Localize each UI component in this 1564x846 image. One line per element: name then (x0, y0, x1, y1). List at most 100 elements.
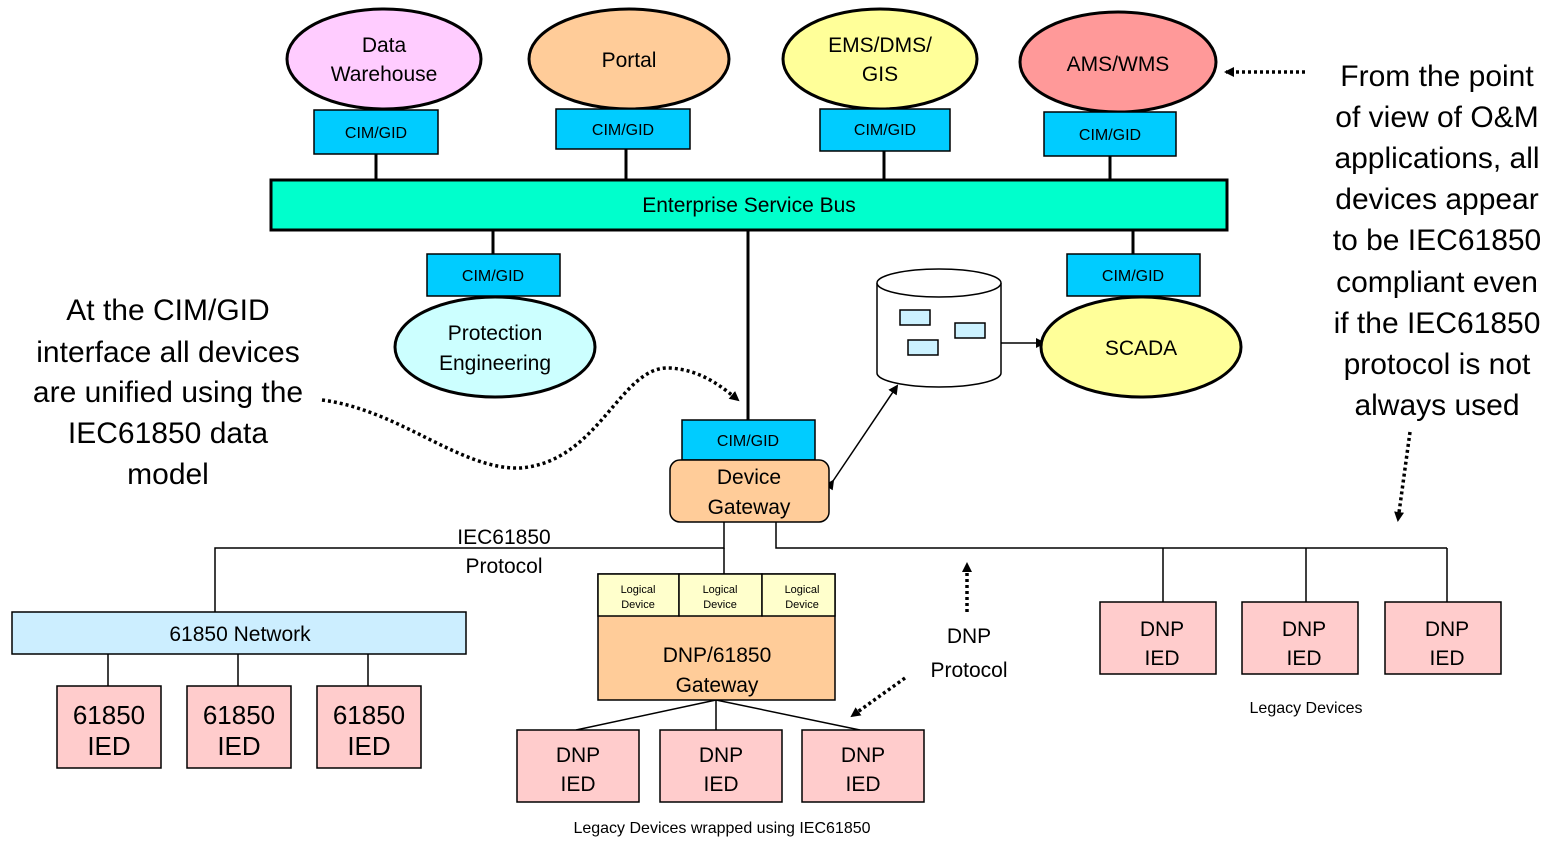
connector-lines (107, 149, 1448, 731)
svg-text:DNP: DNP (1425, 618, 1469, 641)
svg-text:DNP: DNP (841, 744, 885, 767)
app-scada: SCADA (1039, 295, 1243, 399)
iec-protocol-line1: IEC61850 (457, 526, 550, 549)
cim-gid-adapters: CIM/GID CIM/GID CIM/GID CIM/GID CIM/GID … (313, 108, 1201, 461)
svg-text:always used: always used (1354, 389, 1519, 422)
right-note-bottom-arrow (1394, 431, 1412, 522)
cim-gid-scada: CIM/GID (1066, 253, 1201, 297)
svg-text:IED: IED (1144, 647, 1179, 670)
left-note-arrow (321, 366, 740, 470)
app-portal: Portal (527, 7, 731, 111)
right-note: From the point of view of O&M applicatio… (1333, 60, 1542, 422)
svg-text:IED: IED (217, 731, 260, 761)
dnp-protocol-line1: DNP (947, 625, 991, 648)
dnp-gateway-line1: DNP/61850 (663, 644, 772, 667)
svg-text:DNP: DNP (1282, 618, 1326, 641)
svg-text:CIM/GID: CIM/GID (345, 125, 407, 142)
app-data-warehouse-line2: Warehouse (331, 63, 438, 86)
svg-text:IED: IED (845, 773, 880, 796)
app-data-warehouse-line1: Data (362, 34, 407, 57)
device-gateway: Device Gateway (669, 459, 830, 523)
cim-gid-gateway: CIM/GID (681, 419, 816, 461)
logical-device-2: Logical Device (678, 573, 763, 617)
svg-text:From the point: From the point (1340, 60, 1534, 93)
svg-text:CIM/GID: CIM/GID (1079, 127, 1141, 144)
iec-ied-2: 61850 IED (186, 685, 292, 769)
dnp-ied-legacy-2: DNP IED (1241, 601, 1359, 675)
iec-ied-1: 61850 IED (56, 685, 162, 769)
protection-line1: Protection (448, 322, 543, 345)
dnp-gateway-line2: Gateway (676, 674, 759, 697)
svg-text:At the CIM/GID: At the CIM/GID (66, 294, 269, 327)
svg-text:DNP: DNP (1140, 618, 1184, 641)
svg-text:Device: Device (703, 599, 737, 611)
dnp-61850-gateway: Logical Device Logical Device Logical De… (597, 573, 836, 701)
iec-protocol-line2: Protocol (465, 555, 542, 578)
svg-text:model: model (127, 458, 209, 491)
iec-ied-3: 61850 IED (316, 685, 422, 769)
device-gateway-line2: Gateway (708, 496, 791, 519)
dnp-ied-wrapped-3: DNP IED (801, 729, 925, 803)
svg-text:compliant even: compliant even (1336, 266, 1538, 299)
dnp-protocol-line2: Protocol (930, 659, 1007, 682)
svg-text:IED: IED (87, 731, 130, 761)
app-protection-engineering: Protection Engineering (393, 295, 597, 399)
app-portal-label: Portal (602, 49, 657, 72)
svg-text:Logical: Logical (621, 584, 656, 596)
svg-text:if the IEC61850: if the IEC61850 (1334, 307, 1541, 340)
svg-text:interface all devices: interface all devices (36, 336, 299, 369)
svg-text:IEC61850 data: IEC61850 data (68, 417, 268, 450)
svg-text:DNP: DNP (556, 744, 600, 767)
svg-text:are unified using the: are unified using the (33, 376, 303, 409)
protection-line2: Engineering (439, 352, 551, 375)
svg-text:IED: IED (703, 773, 738, 796)
svg-text:61850: 61850 (203, 700, 275, 730)
callout-arrows (321, 67, 1412, 718)
svg-text:61850: 61850 (73, 700, 145, 730)
dnp-ied-wrapped-1: DNP IED (516, 729, 640, 803)
app-ams-label: AMS/WMS (1067, 53, 1170, 76)
logical-device-1: Logical Device (597, 573, 680, 617)
esb-label: Enterprise Service Bus (642, 194, 856, 217)
dnp-ied-legacy-3: DNP IED (1384, 601, 1502, 675)
svg-text:IED: IED (1286, 647, 1321, 670)
svg-text:to be IEC61850: to be IEC61850 (1333, 224, 1542, 257)
svg-text:of view of O&M: of view of O&M (1335, 101, 1538, 134)
svg-text:DNP: DNP (699, 744, 743, 767)
dnp-ied-legacy-1: DNP IED (1099, 601, 1217, 675)
svg-text:Logical: Logical (785, 584, 820, 596)
svg-text:CIM/GID: CIM/GID (1102, 268, 1164, 285)
device-gateway-line1: Device (717, 466, 781, 489)
cim-gid-ems: CIM/GID (819, 108, 951, 152)
svg-text:CIM/GID: CIM/GID (462, 268, 524, 285)
svg-text:CIM/GID: CIM/GID (854, 122, 916, 139)
app-data-warehouse: Data Warehouse (285, 7, 483, 111)
database-icon (876, 268, 1002, 388)
network-61850: 61850 Network (11, 611, 467, 655)
svg-text:IED: IED (560, 773, 595, 796)
app-ems-line2: GIS (862, 63, 898, 86)
svg-text:IED: IED (347, 731, 390, 761)
cim-gid-portal: CIM/GID (555, 108, 691, 150)
svg-text:CIM/GID: CIM/GID (717, 433, 779, 450)
app-ems-dms-gis: EMS/DMS/ GIS (781, 7, 979, 111)
scada-label: SCADA (1105, 337, 1177, 360)
cim-gid-ams: CIM/GID (1043, 111, 1177, 157)
left-note: At the CIM/GID interface all devices are… (33, 294, 303, 491)
network-label: 61850 Network (169, 623, 311, 646)
svg-text:Device: Device (621, 599, 655, 611)
app-ems-line1: EMS/DMS/ (828, 34, 932, 57)
dnp-ied-wrapped-2: DNP IED (659, 729, 783, 803)
dnp-down-arrow (850, 676, 907, 718)
app-ams-wms: AMS/WMS (1018, 10, 1218, 114)
svg-text:61850: 61850 (333, 700, 405, 730)
cim-gid-protection: CIM/GID (426, 253, 561, 297)
svg-text:protocol is not: protocol is not (1344, 348, 1531, 381)
svg-text:Logical: Logical (703, 584, 738, 596)
svg-text:Device: Device (785, 599, 819, 611)
svg-text:applications, all: applications, all (1334, 142, 1539, 175)
legacy-devices-caption: Legacy Devices (1250, 700, 1363, 717)
logical-device-3: Logical Device (761, 573, 836, 617)
svg-text:CIM/GID: CIM/GID (592, 122, 654, 139)
